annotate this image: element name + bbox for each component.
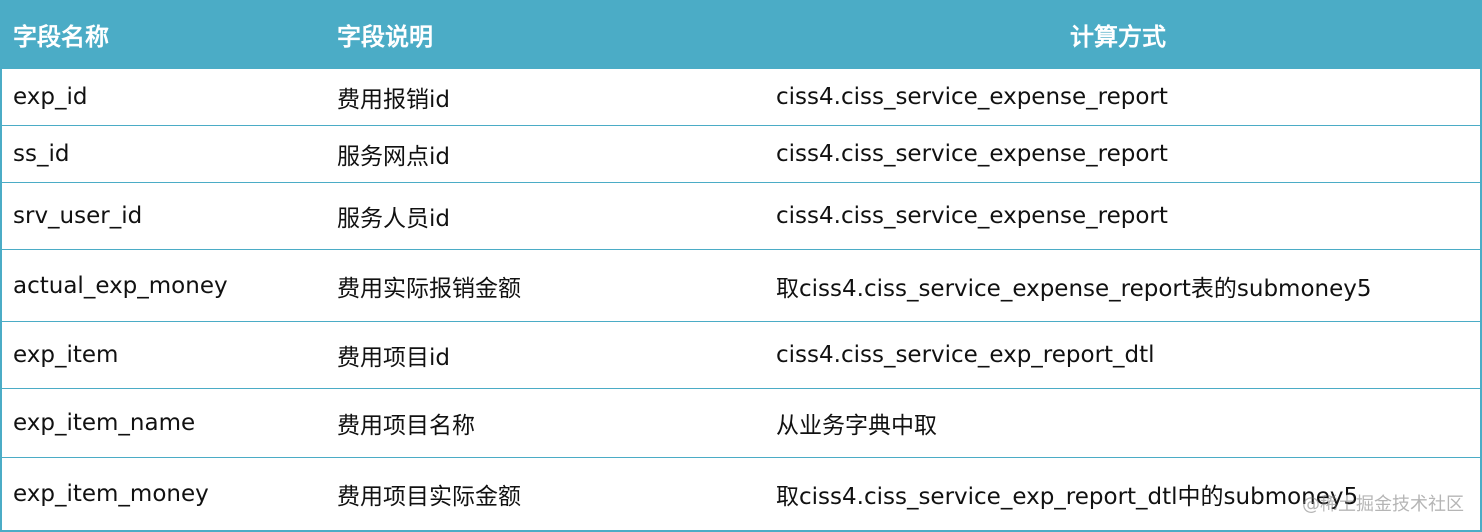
table-row: srv_user_id 服务人员id ciss4.ciss_service_ex… (2, 183, 1480, 250)
cell-calculation-method: 取ciss4.ciss_service_expense_report表的subm… (776, 275, 1372, 302)
table-header-row: 字段名称 字段说明 计算方式 (2, 0, 1480, 69)
cell-field-description: 费用项目名称 (337, 413, 475, 439)
header-field-description: 字段说明 (337, 23, 433, 51)
header-field-name: 字段名称 (13, 23, 109, 51)
cell-field-name: actual_exp_money (13, 272, 228, 299)
cell-calculation-method: 从业务字典中取 (776, 413, 937, 439)
watermark: @稀土掘金技术社区 (1302, 494, 1464, 515)
cell-calculation-method: ciss4.ciss_service_expense_report (776, 141, 1168, 167)
table-row: exp_item_name 费用项目名称 从业务字典中取 (2, 389, 1480, 458)
cell-field-name: exp_id (13, 84, 88, 110)
cell-field-description: 费用实际报销金额 (337, 275, 521, 302)
cell-field-name: srv_user_id (13, 203, 143, 229)
cell-field-description: 费用项目实际金额 (337, 484, 521, 510)
cell-calculation-method: ciss4.ciss_service_expense_report (776, 84, 1168, 110)
cell-field-description: 费用项目id (337, 345, 450, 371)
cell-field-description: 服务人员id (337, 206, 450, 232)
cell-calculation-method: ciss4.ciss_service_expense_report (776, 203, 1168, 229)
table-row: exp_item_money 费用项目实际金额 取ciss4.ciss_serv… (2, 458, 1480, 530)
table-row: exp_item 费用项目id ciss4.ciss_service_exp_r… (2, 322, 1480, 389)
cell-field-name: exp_item (13, 342, 119, 368)
table-row: actual_exp_money 费用实际报销金额 取ciss4.ciss_se… (2, 250, 1480, 322)
cell-field-description: 费用报销id (337, 87, 450, 113)
cell-field-name: exp_item_name (13, 410, 196, 436)
cell-calculation-method: ciss4.ciss_service_exp_report_dtl (776, 342, 1155, 368)
cell-calculation-method: 取ciss4.ciss_service_exp_report_dtl中的subm… (776, 484, 1359, 510)
table-row: exp_id 费用报销id ciss4.ciss_service_expense… (2, 69, 1480, 126)
header-calculation-method: 计算方式 (1070, 23, 1166, 51)
cell-field-description: 服务网点id (337, 144, 450, 170)
table-row: ss_id 服务网点id ciss4.ciss_service_expense_… (2, 126, 1480, 183)
cell-field-name: exp_item_money (13, 481, 209, 507)
cell-field-name: ss_id (13, 141, 70, 167)
